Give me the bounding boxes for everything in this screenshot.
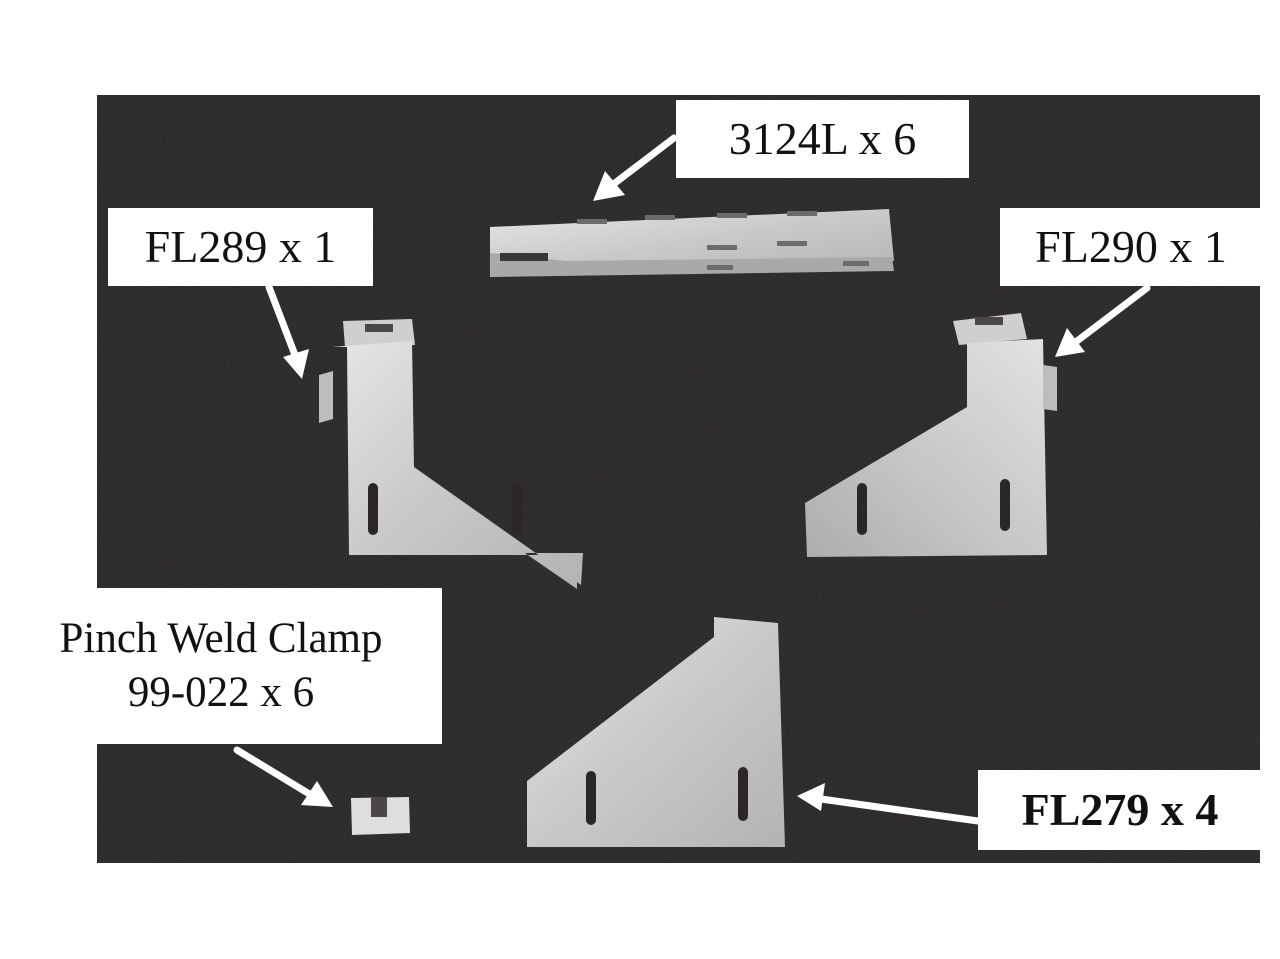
label-3124l: 3124L x 6 [676,100,969,178]
part-pinch-weld-clamp [351,797,410,835]
label-fl279: FL279 x 4 [978,770,1262,850]
label-fl290: FL290 x 1 [1000,208,1262,286]
arrow-3124l [593,134,678,201]
arrow-fl279 [797,783,982,825]
label-fl279-text: FL279 x 4 [1021,784,1219,835]
part-fl279-bracket [527,617,785,847]
label-fl289-text: FL289 x 1 [144,221,337,272]
label-fl289: FL289 x 1 [108,208,373,286]
part-fl290-bracket [805,313,1057,557]
part-fl289-bracket [319,319,583,589]
arrow-fl289 [265,283,309,379]
arrow-fl290 [1055,284,1151,357]
part-3124l-bracket [490,209,894,277]
label-pinch-line2: 99-022 x 6 [127,669,315,716]
arrow-pinch-clamp [233,746,333,807]
label-pinch-weld-clamp: Pinch Weld Clamp 99-022 x 6 [0,588,442,744]
label-pinch-line1: Pinch Weld Clamp [59,615,383,663]
label-fl290-text: FL290 x 1 [1035,221,1227,272]
label-3124l-text: 3124L x 6 [728,113,917,164]
